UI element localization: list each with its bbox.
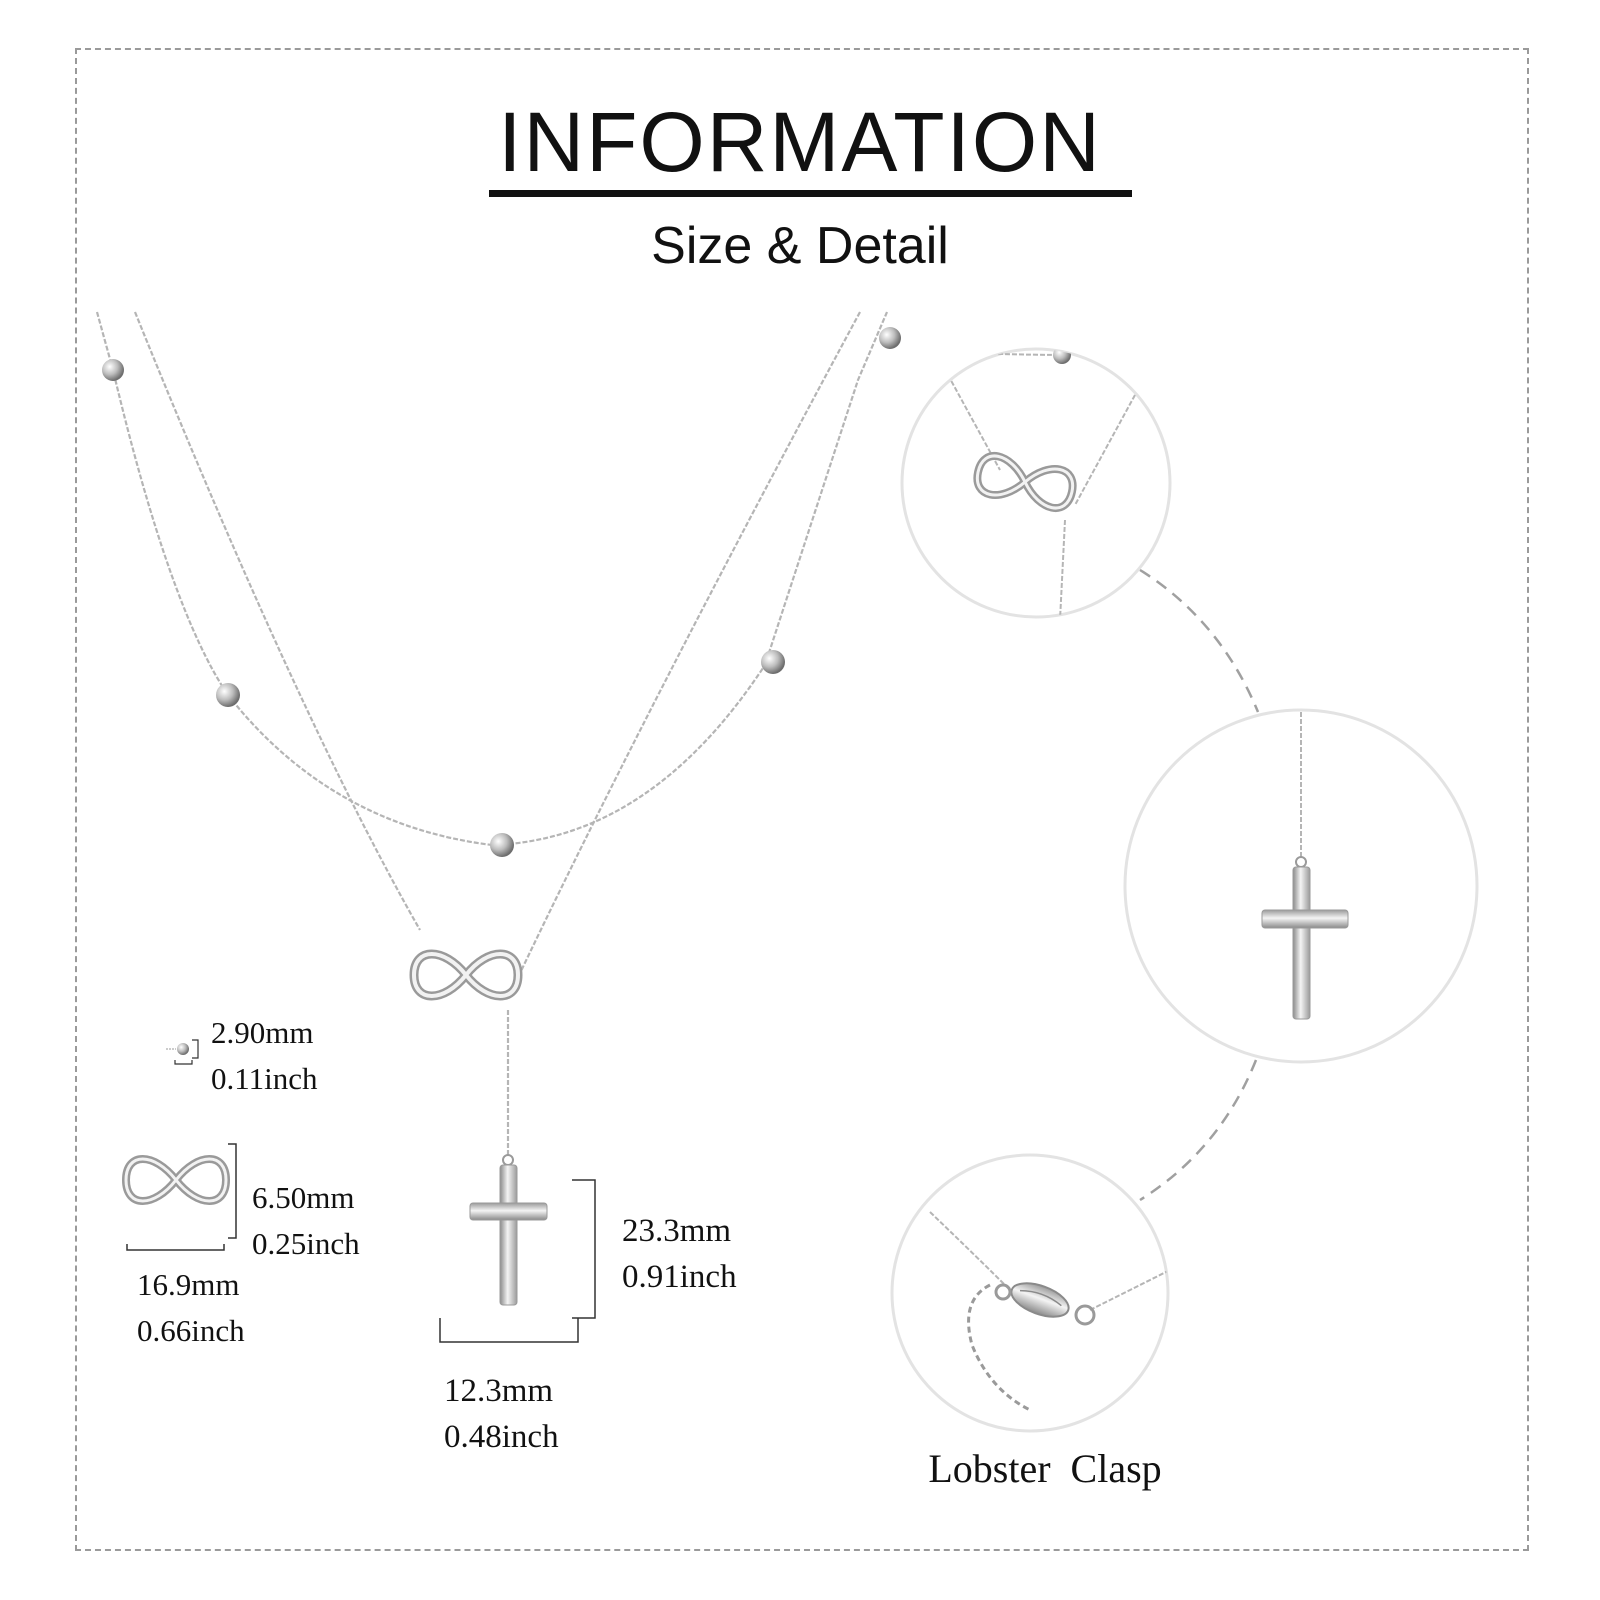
infinity-width-label: 16.9mm 0.66inch <box>137 1262 245 1354</box>
cross-pendant <box>469 1154 548 1306</box>
infinity-height-mm: 6.50mm <box>252 1180 355 1215</box>
cross-height-bracket <box>572 1179 596 1319</box>
infinity-height-label: 6.50mm 0.25inch <box>252 1175 360 1267</box>
page-title: INFORMATION <box>498 95 1102 189</box>
infinity-width-mm: 16.9mm <box>137 1267 240 1302</box>
lariat-chain <box>133 311 861 1155</box>
infinity-width-inch: 0.66inch <box>137 1313 245 1348</box>
bead <box>761 650 785 674</box>
title-underline <box>489 190 1132 197</box>
detail-circle-infinity <box>900 347 1172 619</box>
bead <box>879 327 901 349</box>
bead <box>216 683 240 707</box>
bead-size-mm: 2.90mm <box>211 1015 314 1050</box>
detail-connector <box>1139 568 1260 1202</box>
infinity-width-bracket <box>126 1244 225 1251</box>
infinity-measure-graphic <box>121 1155 231 1205</box>
cross-width-bracket <box>439 1318 579 1343</box>
cross-height-label: 23.3mm 0.91inch <box>622 1208 737 1300</box>
cross-width-mm: 12.3mm <box>444 1373 554 1409</box>
cross-width-label: 12.3mm 0.48inch <box>444 1368 559 1460</box>
dashed-frame <box>75 48 1529 1551</box>
lobster-clasp-label: Lobster Clasp <box>928 1446 1162 1491</box>
bead-measure-graphic <box>166 1039 199 1065</box>
satellite-chain <box>95 311 889 847</box>
bead-size-inch: 0.11inch <box>211 1061 318 1096</box>
cross-width-inch: 0.48inch <box>444 1419 559 1455</box>
detail-circle-cross <box>1123 708 1479 1064</box>
detail-circle-clasp <box>890 1153 1170 1433</box>
bead <box>490 833 514 857</box>
bead <box>102 359 124 381</box>
infinity-charm <box>409 949 523 1001</box>
page-subtitle: Size & Detail <box>651 217 949 275</box>
infinity-height-inch: 0.25inch <box>252 1226 360 1261</box>
satellite-beads <box>102 327 901 857</box>
cross-height-mm: 23.3mm <box>622 1213 732 1249</box>
bead-size-label: 2.90mm 0.11inch <box>211 1010 317 1102</box>
infinity-height-bracket <box>228 1143 237 1239</box>
cross-height-inch: 0.91inch <box>622 1259 737 1295</box>
